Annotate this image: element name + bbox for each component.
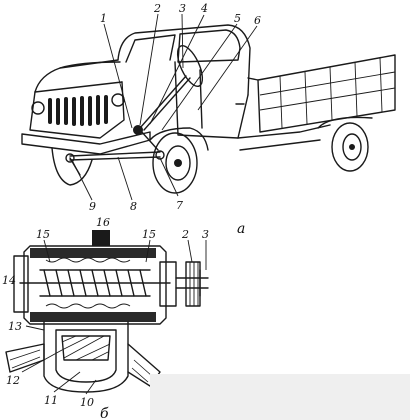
steering-linkage	[65, 150, 165, 176]
label-15-left: 15	[36, 228, 50, 241]
label-9: 9	[89, 200, 96, 213]
sector-housing	[5, 321, 161, 393]
headlight-left	[31, 101, 45, 115]
rear-wheel	[317, 116, 373, 172]
truck-drawing: 1 2 3 4 5 6 7 8 9 а	[21, 2, 396, 237]
label-13: 13	[8, 320, 22, 333]
label-3: 3	[179, 2, 186, 15]
label-1: 1	[100, 12, 107, 25]
grille	[48, 95, 108, 126]
caption-a: а	[237, 221, 245, 237]
headlight-right	[111, 93, 125, 107]
label-2: 2	[153, 2, 161, 15]
leader-lines-bottom	[21, 231, 207, 395]
label-4: 4	[200, 2, 208, 15]
label-6: 6	[254, 14, 261, 27]
label-7: 7	[176, 199, 183, 212]
cargo-body	[247, 54, 396, 133]
label-5: 5	[234, 12, 241, 25]
worm-screw	[19, 269, 171, 297]
leader-lines-top	[71, 13, 258, 201]
label-12: 12	[6, 374, 20, 387]
label-15-right: 15	[142, 228, 156, 241]
front-wheel	[149, 127, 209, 194]
label-3-bottom: 3	[202, 228, 209, 241]
steering-gear-section: 15 16 15 2 3 14 13 12 11 10 б	[2, 216, 209, 420]
label-8: 8	[130, 200, 137, 213]
caption-b: б	[100, 406, 109, 420]
label-2-bottom: 2	[181, 228, 189, 241]
label-11: 11	[44, 394, 58, 407]
label-10: 10	[80, 396, 94, 409]
label-16: 16	[96, 216, 110, 229]
input-shaft	[175, 261, 209, 307]
label-14: 14	[2, 274, 16, 287]
scan-shade	[150, 374, 410, 420]
